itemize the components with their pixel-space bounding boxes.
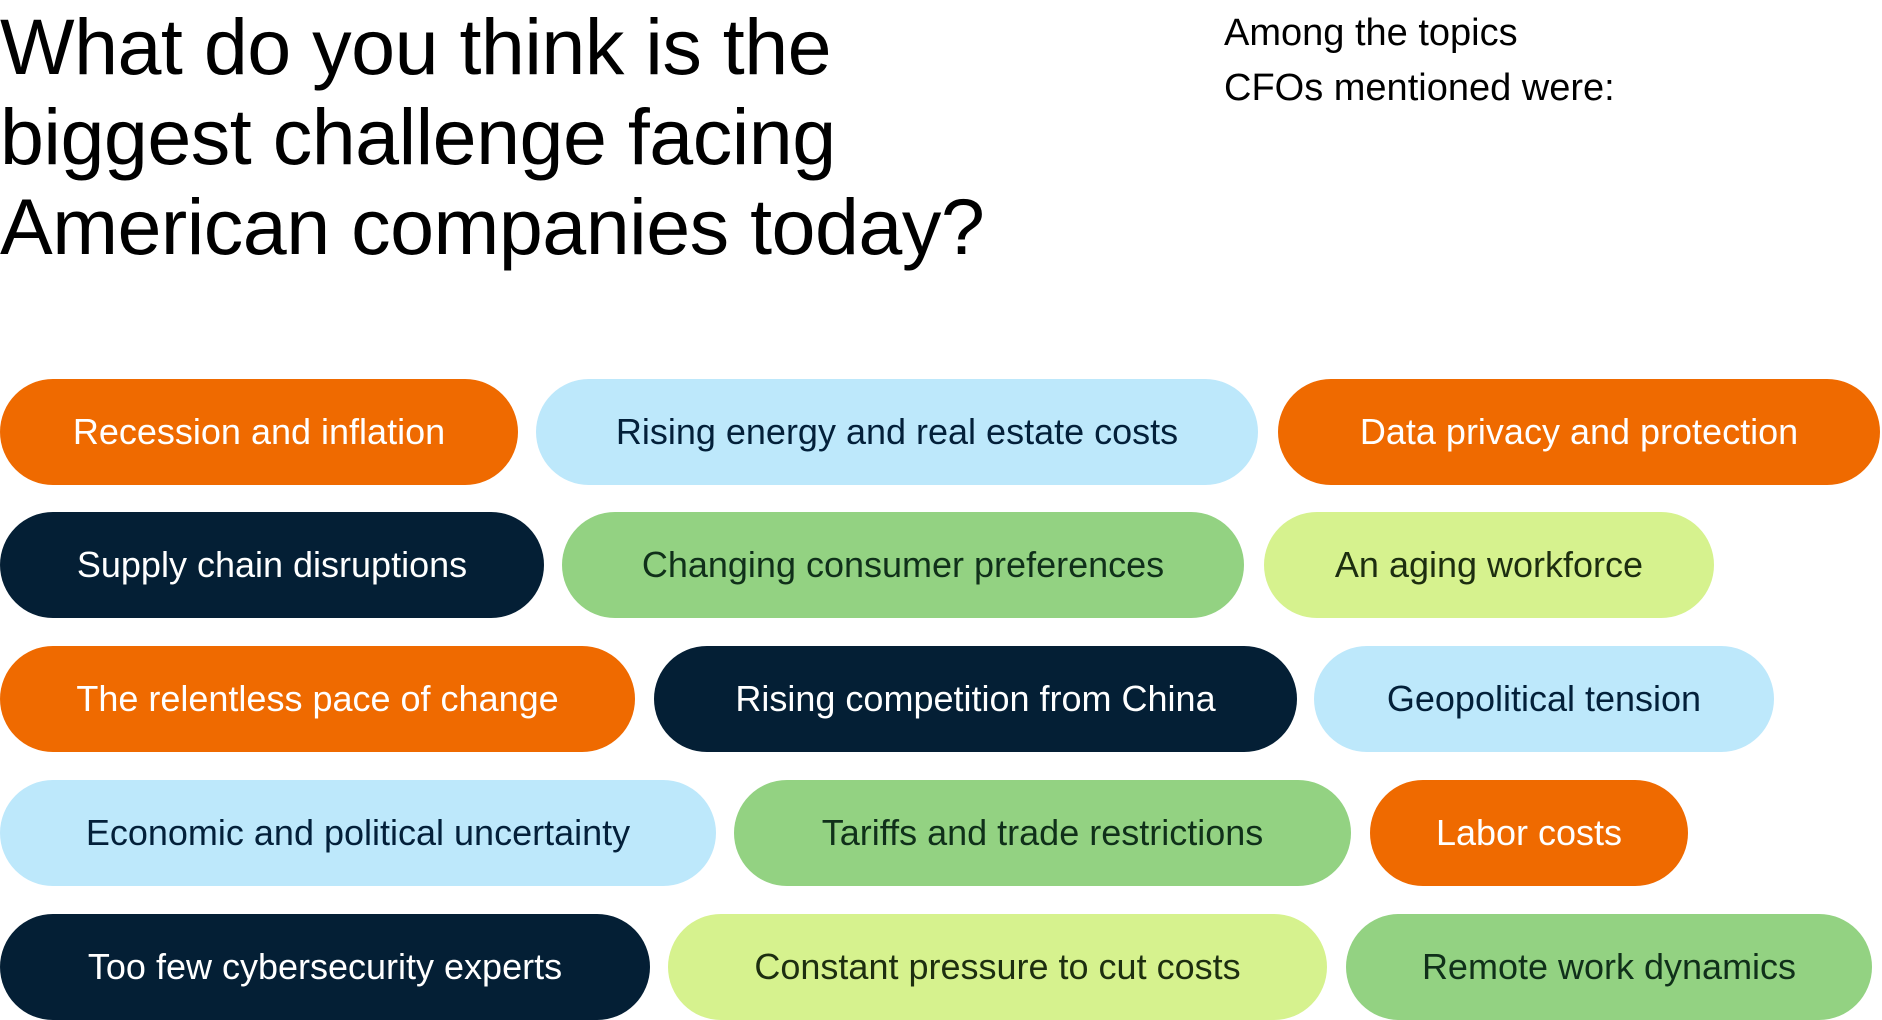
topic-pill: Changing consumer preferences (562, 512, 1244, 618)
topic-pill: Remote work dynamics (1346, 914, 1872, 1020)
topic-pill: Labor costs (1370, 780, 1688, 886)
title-line: What do you think is the (0, 2, 832, 91)
topic-pill: Supply chain disruptions (0, 512, 544, 618)
subtitle-line: CFOs mentioned were: (1224, 67, 1615, 109)
topic-pill: Data privacy and protection (1278, 379, 1880, 485)
topic-pill: Geopolitical tension (1314, 646, 1774, 752)
topic-pill: Recession and inflation (0, 379, 518, 485)
page-title: What do you think is the biggest challen… (0, 2, 1150, 272)
topic-pill: Rising energy and real estate costs (536, 379, 1258, 485)
topic-pill: Economic and political uncertainty (0, 780, 716, 886)
title-line: biggest challenge facing (0, 92, 836, 181)
topic-pill: Constant pressure to cut costs (668, 914, 1327, 1020)
subtitle-line: Among the topics (1224, 12, 1518, 54)
topic-pill: An aging workforce (1264, 512, 1714, 618)
topic-pill: The relentless pace of change (0, 646, 635, 752)
topic-pill: Rising competition from China (654, 646, 1297, 752)
topic-pill: Tariffs and trade restrictions (734, 780, 1351, 886)
subtitle: Among the topics CFOs mentioned were: (1224, 6, 1615, 116)
title-line: American companies today? (0, 182, 985, 271)
topic-pill: Too few cybersecurity experts (0, 914, 650, 1020)
